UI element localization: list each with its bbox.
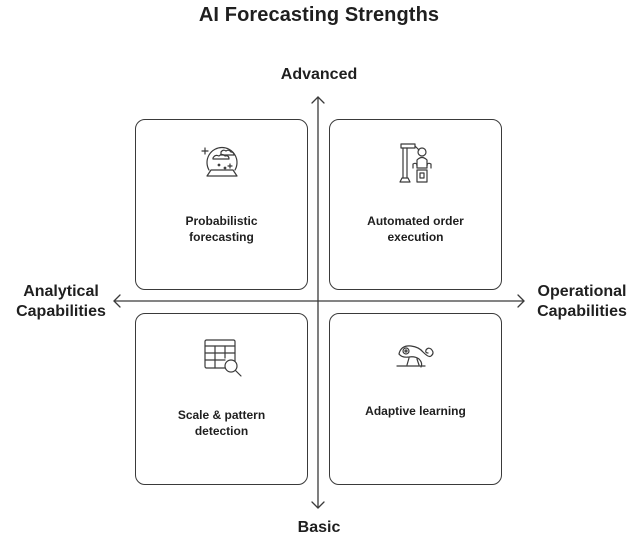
arrow-up-icon — [311, 96, 325, 104]
axis-label-left-line2: Capabilities — [16, 303, 106, 320]
quadrant-label-line1: Automated order — [367, 214, 464, 228]
arrow-left-icon — [113, 294, 121, 308]
diagram-title: AI Forecasting Strengths — [198, 4, 440, 26]
axis-label-right-line1: Operational — [537, 283, 627, 300]
quadrant-label-line1: Scale & pattern — [177, 408, 266, 422]
quadrant-label-line2: execution — [387, 230, 444, 244]
axis-label-right-line2: Capabilities — [537, 303, 627, 320]
quadrant-label-line2: detection — [194, 424, 249, 438]
quadrant-automated-order-execution: Automated order execution — [329, 119, 502, 290]
axis-label-basic: Basic — [297, 519, 341, 536]
quadrant-label-automated: Automated order execution — [336, 213, 495, 245]
robotic-arm-icon — [398, 143, 432, 183]
axis-label-analytical: Analytical Capabilities — [0, 282, 122, 322]
arrow-down-icon — [311, 501, 325, 509]
quadrant-label-adaptive: Adaptive learning — [365, 404, 466, 418]
quadrant-label-probabilistic: Probabilistic forecasting — [142, 213, 301, 245]
quadrant-label-line2: forecasting — [189, 230, 254, 244]
quadrant-label-line1: Probabilistic — [185, 214, 258, 228]
axis-label-operational: Operational Capabilities — [526, 282, 638, 322]
arrow-right-icon — [517, 294, 525, 308]
axis-label-left-line1: Analytical — [23, 283, 99, 300]
crystal-ball-icon — [200, 146, 238, 177]
axis-label-advanced: Advanced — [280, 66, 358, 83]
quadrant-scale-pattern-detection: Scale & pattern detection — [135, 313, 308, 485]
quadrant-label-scale: Scale & pattern detection — [142, 407, 301, 439]
chameleon-icon — [395, 345, 434, 368]
quadrant-probabilistic-forecasting: Probabilistic forecasting — [135, 119, 308, 290]
table-search-icon — [203, 339, 242, 377]
quadrant-adaptive-learning: Adaptive learning — [329, 313, 502, 485]
